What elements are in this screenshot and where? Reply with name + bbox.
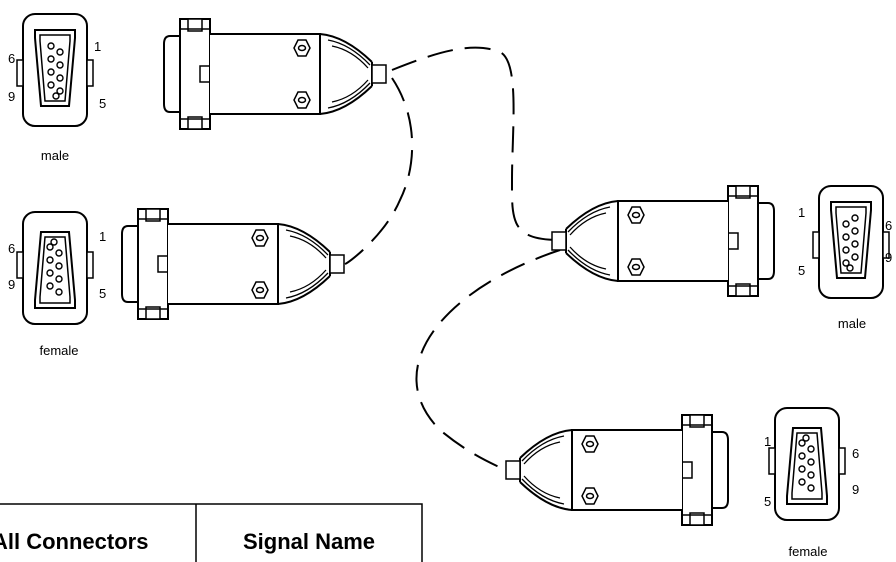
pin-label: 1 [798,205,805,220]
db9-face-left-bottom [16,211,94,325]
db9-face-right-top [812,185,890,299]
cable-top-top [391,46,561,241]
pin-label: 9 [852,482,859,497]
pin-label: 9 [885,250,892,265]
cable-right-bottom [415,249,561,473]
table-header-connectors: All Connectors [0,529,148,554]
connector-caption: female [788,544,827,559]
adapter-hood-left-top [163,18,387,130]
pin-label: 6 [885,218,892,233]
table-header-signal: Signal Name [243,529,375,554]
pin-label: 5 [99,96,106,111]
signal-table: All Connectors Signal Name [0,503,423,562]
adapter-hood-right-top [551,185,775,297]
cable-lines [344,46,561,473]
pin-label: 6 [852,446,859,461]
pin-label: 1 [764,434,771,449]
adapter-hood-right-bottom [505,414,729,526]
adapter-hood-left-bottom [121,208,345,320]
pin-label: 5 [798,263,805,278]
db9-face-left-top [16,13,94,127]
table-frame [0,503,423,562]
pin-label: 9 [8,89,15,104]
pin-label: 6 [8,51,15,66]
connector-caption: female [39,343,78,358]
pin-label: 5 [764,494,771,509]
connector-caption: male [838,316,866,331]
pin-label: 9 [8,277,15,292]
cable-left-bottom [344,77,414,265]
pin-label: 1 [94,39,101,54]
pin-label: 1 [99,229,106,244]
pin-label: 6 [8,241,15,256]
pin-label: 5 [99,286,106,301]
connector-caption: male [41,148,69,163]
db9-face-right-bottom [768,407,846,521]
